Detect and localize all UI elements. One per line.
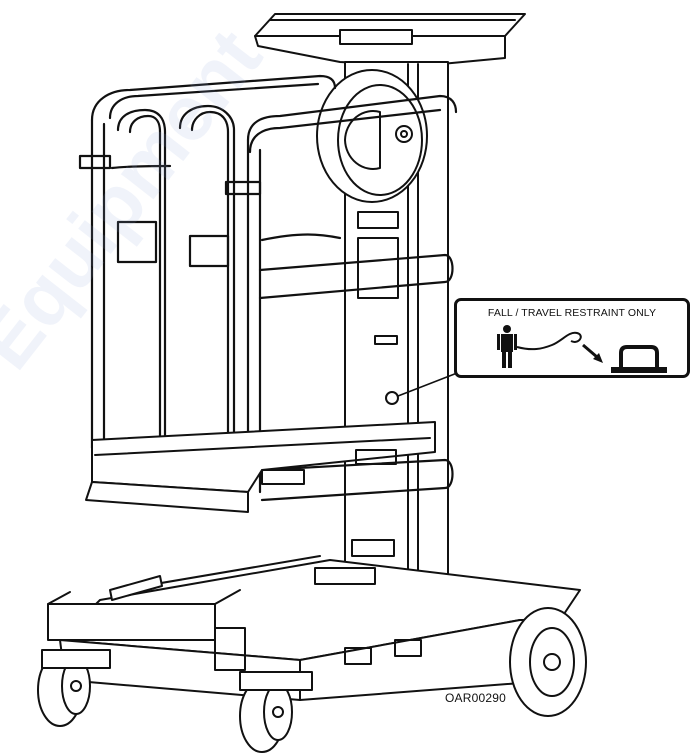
anchor-point-icon bbox=[611, 345, 667, 373]
decal-title: FALL / TRAVEL RESTRAINT ONLY bbox=[487, 307, 657, 319]
platform-deck bbox=[85, 421, 436, 513]
top-tray bbox=[254, 13, 526, 67]
wheels bbox=[37, 607, 587, 753]
guard-rails bbox=[78, 74, 458, 502]
person-harness-icon bbox=[497, 325, 517, 368]
restraint-decal: FALL / TRAVEL RESTRAINT ONLY bbox=[454, 298, 690, 378]
lanyard-icon bbox=[516, 331, 582, 351]
decal-icons bbox=[497, 325, 667, 373]
cable-reel bbox=[316, 69, 428, 203]
base-chassis bbox=[47, 555, 581, 701]
reference-code: OAR00290 bbox=[445, 691, 506, 705]
arrow-icon bbox=[582, 343, 603, 363]
